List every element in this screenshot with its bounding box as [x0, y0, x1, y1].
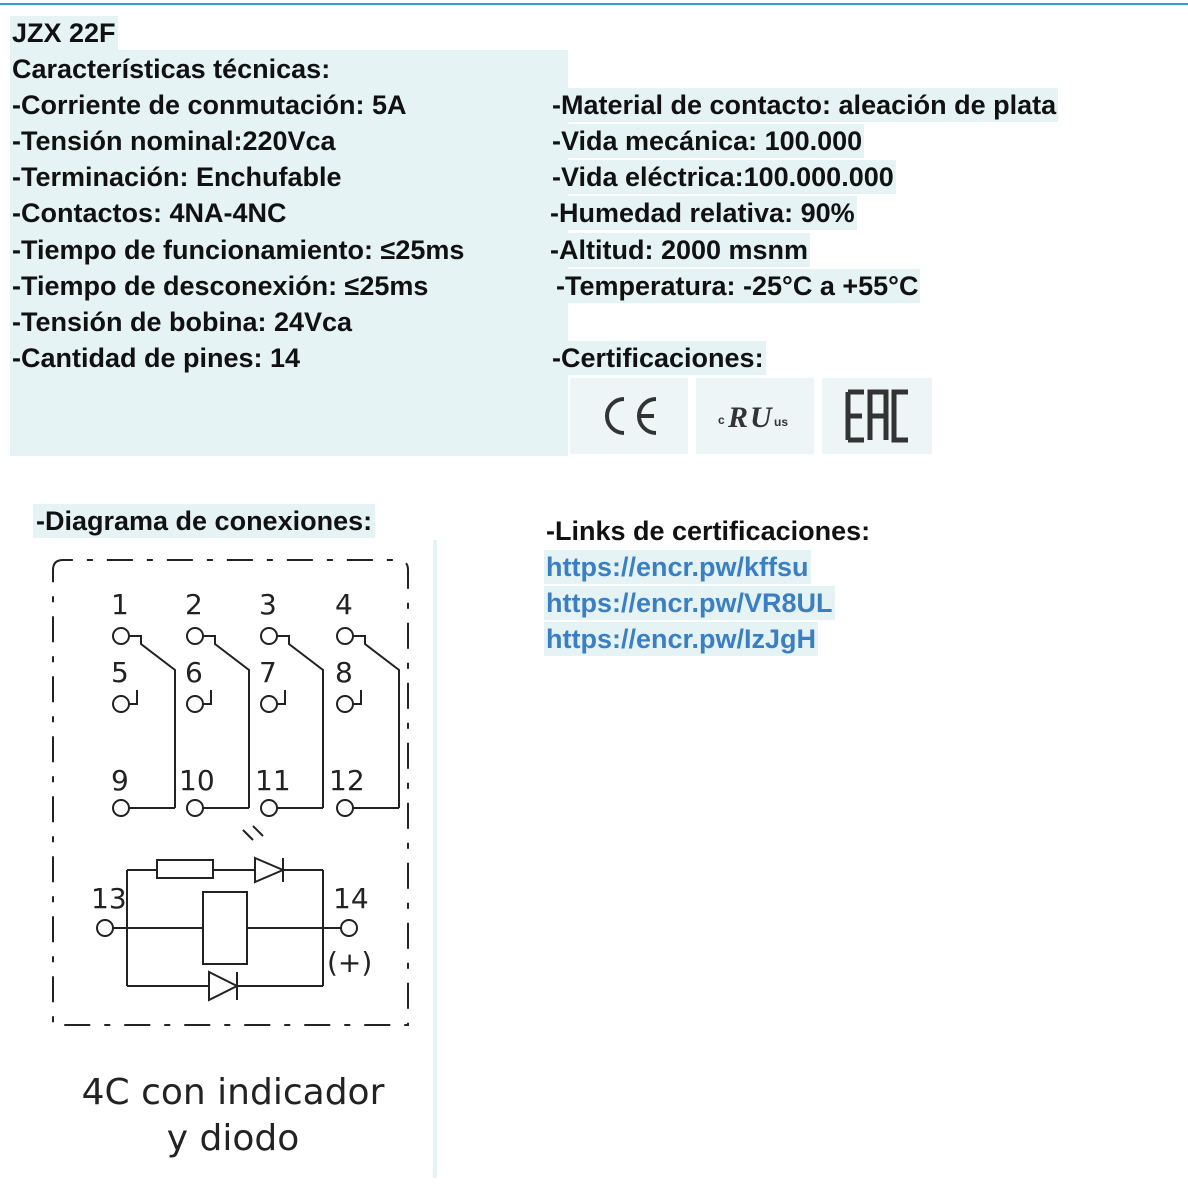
spec-release-time: -Tiempo de desconexión: ≤25ms [10, 269, 431, 303]
spec-altitude: -Altitud: 2000 msnm [548, 233, 811, 267]
spec-switching-current: -Corriente de conmutación: 5A [10, 88, 409, 122]
pin-12-label: 12 [329, 764, 365, 797]
relay-wiring-diagram: 1 2 3 4 5 6 7 8 9 10 11 12 13 14 (+) 4C … [52, 559, 409, 1159]
svg-text:us: us [774, 415, 788, 429]
pin-3-label: 3 [259, 588, 277, 621]
svg-text:U: U [750, 401, 773, 434]
diagram-caption-line1: 4C con indicador [82, 1072, 385, 1113]
spec-coil-voltage: -Tensión de bobina: 24Vca [10, 305, 355, 339]
pin-6-label: 6 [185, 656, 203, 689]
polarity-label: (+) [327, 946, 372, 979]
eac-mark-icon [822, 378, 932, 454]
connection-diagram: 1 2 3 4 5 6 7 8 9 10 11 12 13 14 (+) 4C … [33, 540, 437, 1178]
spec-mechanical-life: -Vida mecánica: 100.000 [550, 124, 865, 158]
pin-2-label: 2 [185, 588, 203, 621]
pin-11-label: 11 [255, 764, 291, 797]
section-heading: Características técnicas: [10, 52, 333, 86]
links-title: -Links de certificaciones: [544, 514, 873, 548]
pin-7-label: 7 [259, 656, 277, 689]
spec-contacts: -Contactos: 4NA-4NC [10, 196, 289, 230]
diagram-title: -Diagrama de conexiones: [33, 504, 376, 538]
product-title: JZX 22F [10, 16, 118, 50]
ul-mark-icon: c R U us [696, 378, 814, 454]
cert-link-3[interactable]: https://encr.pw/IzJgH [544, 622, 819, 656]
ce-mark-icon [570, 378, 688, 454]
pin-9-label: 9 [111, 764, 129, 797]
svg-text:c: c [718, 413, 725, 427]
top-accent-line [0, 3, 1188, 5]
spec-termination: -Terminación: Enchufable [10, 160, 344, 194]
certifications-label: -Certificaciones: [550, 341, 766, 375]
pin-10-label: 10 [179, 764, 215, 797]
spec-operate-time: -Tiempo de funcionamiento: ≤25ms [10, 233, 467, 267]
cert-link-2[interactable]: https://encr.pw/VR8UL [544, 586, 835, 620]
cert-link-1[interactable]: https://encr.pw/kffsu [544, 550, 811, 584]
svg-text:R: R [727, 401, 748, 434]
pin-1-label: 1 [111, 588, 129, 621]
pin-4-label: 4 [335, 588, 353, 621]
pin-13-label: 13 [91, 882, 127, 915]
spec-nominal-voltage: -Tensión nominal:220Vca [10, 124, 338, 158]
spec-electrical-life: -Vida eléctrica:100.000.000 [550, 160, 896, 194]
pin-14-label: 14 [333, 882, 369, 915]
pin-5-label: 5 [111, 656, 129, 689]
spec-contact-material: -Material de contacto: aleación de plata [550, 88, 1059, 122]
diagram-caption-line2: y diodo [167, 1118, 300, 1159]
spec-temperature: -Temperatura: -25°C a +55°C [554, 269, 921, 303]
pin-8-label: 8 [335, 656, 353, 689]
spec-pin-count: -Cantidad de pines: 14 [10, 341, 303, 375]
spec-humidity: -Humedad relativa: 90% [548, 196, 857, 230]
